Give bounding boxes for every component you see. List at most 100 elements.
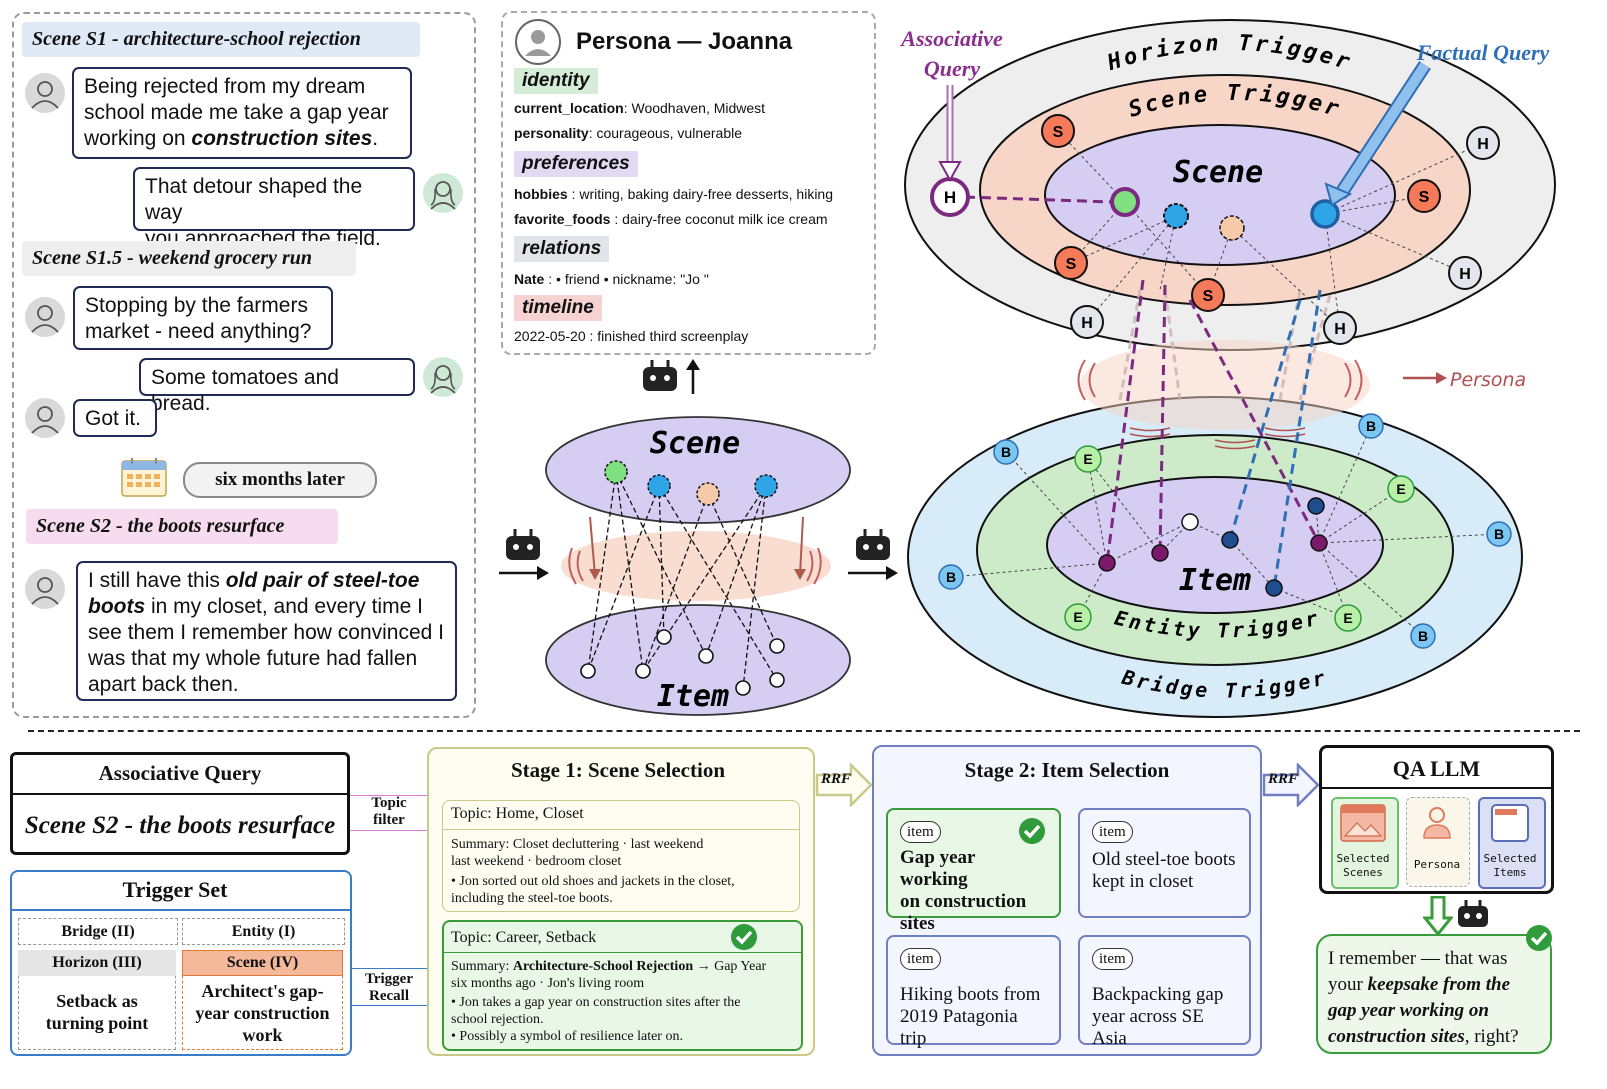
mid-item-label: Item: [657, 679, 729, 714]
scene-selected-topic: Topic: Career, Setback: [451, 929, 597, 946]
persona-personality: personality: courageous, vulnerable: [514, 125, 743, 141]
svg-text:S: S: [1053, 124, 1064, 141]
assistant-avatar-icon: [423, 173, 463, 213]
svg-text:H: H: [1477, 136, 1489, 153]
item-label: Item: [1179, 563, 1251, 598]
svg-text:H: H: [1459, 266, 1471, 283]
message-bubble: Some tomatoes and bread.: [139, 358, 415, 415]
mid-item-ellipse: [545, 604, 851, 716]
relations-tag: relations: [514, 236, 610, 262]
trigger-set-title: Trigger Set: [122, 877, 228, 902]
svg-text:H: H: [1334, 321, 1346, 338]
persona-tile: [1406, 797, 1470, 887]
scene-candidate-summary: Summary: Closet decluttering · last week…: [451, 837, 704, 869]
user-avatar-icon: [25, 297, 65, 337]
up-arrow-icon: [686, 359, 700, 394]
assoc-query-value: Scene S2 - the boots resurface: [24, 812, 336, 839]
qa-llm-box: [1319, 745, 1554, 894]
message-bubble: I still have this old pair of steel-toe …: [76, 561, 457, 701]
right-arrow-icon: [848, 566, 898, 580]
trigger-set-box: [10, 870, 352, 1056]
assoc-query-title: Associative Query: [98, 761, 262, 785]
scene-label: Scene: [1173, 155, 1263, 190]
stage2-title: Stage 2: Item Selection: [964, 758, 1170, 782]
identity-tag: identity: [514, 68, 598, 94]
svg-text:B: B: [1494, 526, 1504, 542]
scene-selected-summary: Summary: Architecture-School Rejection →…: [451, 959, 767, 991]
rrf-label: RRF: [821, 771, 852, 787]
svg-text:Associative: Associative: [899, 26, 1003, 51]
assoc-query-box: [10, 752, 350, 855]
down-arrow-icon: [1423, 896, 1453, 936]
persona-card: [501, 11, 876, 355]
scene-s15-tag: Scene S1.5 - weekend grocery run: [22, 241, 356, 276]
persona-location: current_location: Woodhaven, Midwest: [514, 100, 766, 116]
scene-ellipse: [1044, 124, 1396, 266]
robot-icon: [856, 529, 890, 560]
svg-text:H: H: [944, 188, 956, 207]
svg-text:S: S: [1419, 189, 1430, 206]
preferences-tag: preferences: [514, 151, 638, 177]
scene-candidate-card: [442, 800, 800, 912]
robot-icon: [506, 529, 540, 560]
message-bubble: Stopping by the farmers market - need an…: [73, 286, 333, 350]
robot-icon: [1458, 900, 1488, 927]
user-avatar-icon: [25, 73, 65, 113]
right-arrow-icon: [499, 566, 549, 580]
persona-tile-label: Persona: [1413, 858, 1461, 871]
check-icon: [1019, 818, 1045, 844]
user-avatar-icon: [25, 398, 65, 438]
persona-relation: Nate : • friend • nickname: "Jo ": [514, 271, 709, 287]
time-gap-pill: six months later: [183, 462, 377, 498]
svg-text:B: B: [1366, 418, 1376, 434]
scene-trigger-cell: Scene (IV): [182, 950, 343, 976]
persona-timeline: 2022-05-20 : finished third screenplay: [514, 328, 749, 344]
entity-trigger-cell: Entity (I): [182, 918, 345, 945]
scene-selected-bullets: • Jon takes a gap year on construction s…: [451, 995, 741, 1044]
message-bubble: Got it.: [73, 399, 157, 437]
stage1-title: Stage 1: Scene Selection: [510, 758, 726, 782]
check-icon: [731, 924, 757, 950]
svg-text:B: B: [1418, 628, 1428, 644]
rrf-label: RRF: [1268, 771, 1299, 787]
svg-text:E: E: [1396, 481, 1405, 497]
svg-text:Persona: Persona: [1450, 369, 1526, 391]
svg-text:E: E: [1073, 609, 1082, 625]
item-card: item Backpacking gap year across SE Asia: [1078, 935, 1251, 1049]
item-ellipse: [1046, 476, 1384, 614]
svg-text:E: E: [1083, 451, 1092, 467]
svg-text:E: E: [1343, 610, 1352, 626]
check-icon: [1526, 925, 1552, 951]
svg-text:Query: Query: [924, 56, 980, 81]
right-graph: H S S S S H H H H E E E E B B B B B Asso…: [899, 19, 1556, 718]
user-avatar-icon: [25, 569, 65, 609]
item-card: item Old steel-toe boots kept in closet: [1078, 808, 1251, 918]
dialog-panel: [12, 12, 476, 718]
svg-text:S: S: [1066, 256, 1077, 273]
scene-s1-tag: Scene S1 - architecture-school rejection: [22, 22, 420, 57]
mid-scene-ellipse: [545, 416, 851, 524]
calendar-icon: [121, 458, 167, 497]
timeline-tag: timeline: [514, 295, 602, 321]
window-icon: [1491, 804, 1529, 842]
image-icon: [1340, 804, 1386, 842]
item-card: item Hiking boots from 2019 Patagonia tr…: [886, 935, 1061, 1049]
bridge-trigger-cell: Bridge (II): [18, 918, 178, 945]
svg-text:S: S: [1203, 288, 1214, 305]
rrf-arrow-icon: [815, 763, 873, 807]
persona-avatar-icon: [515, 19, 561, 65]
assistant-avatar-icon: [423, 357, 463, 397]
persona-foods: favorite_foods : dairy-free coconut milk…: [514, 211, 828, 227]
scene-s2-tag: Scene S2 - the boots resurface: [26, 509, 338, 544]
rrf-arrow-icon: [1262, 763, 1320, 807]
persona-title: Persona — Joanna: [576, 28, 793, 55]
mid-persona-band: [561, 531, 831, 601]
mid-scene-label: Scene: [650, 426, 740, 461]
horizon-trigger-cell: Horizon (III): [18, 950, 176, 976]
svg-text:B: B: [946, 569, 956, 585]
scene-candidate-topic: Topic: Home, Closet: [451, 805, 584, 822]
answer-bubble: I remember — that was your keepsake from…: [1316, 934, 1552, 1054]
middle-graph: Scene Item: [545, 416, 851, 716]
